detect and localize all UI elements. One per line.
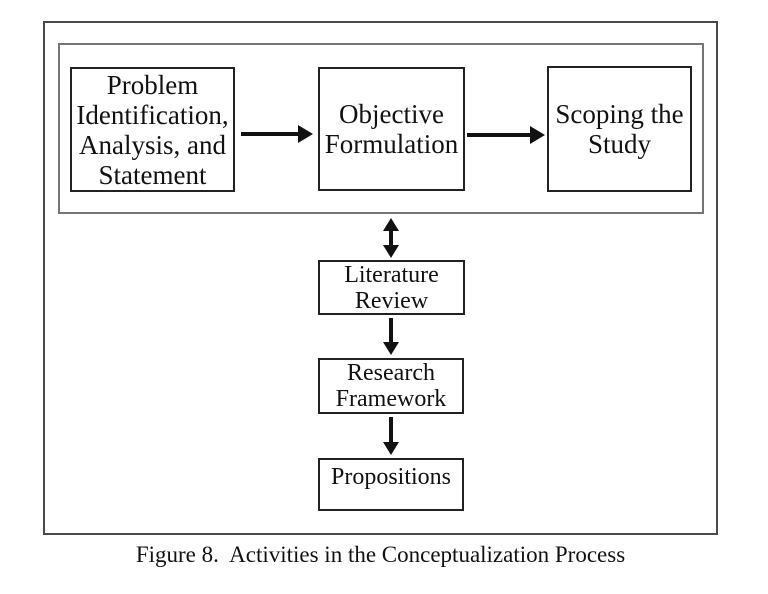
arrowhead-right-icon <box>298 125 313 143</box>
arrowhead-up-icon <box>383 218 399 231</box>
node-scoping-the-study: Scoping the Study <box>547 66 692 192</box>
arrow-shaft <box>389 318 393 342</box>
node-scoping-the-study-label: Scoping the Study <box>555 99 684 159</box>
node-objective-formulation-label: Objective Formulation <box>324 99 459 159</box>
arrow-problem-to-objective <box>241 124 313 144</box>
arrow-shaft <box>241 132 298 136</box>
node-objective-formulation: Objective Formulation <box>318 67 465 191</box>
node-research-framework: Research Framework <box>318 358 464 414</box>
figure-caption: Figure 8. Activities in the Conceptualiz… <box>135 542 626 567</box>
arrow-shaft <box>389 417 393 442</box>
arrowhead-right-icon <box>530 126 545 144</box>
arrow-toprow-literature-bidirectional <box>383 218 399 258</box>
node-research-framework-label: Research Framework <box>335 360 447 412</box>
node-propositions: Propositions <box>318 458 464 511</box>
arrowhead-down-icon <box>383 442 399 455</box>
arrow-research-to-propositions <box>383 417 399 455</box>
arrow-objective-to-scoping <box>467 125 545 145</box>
arrow-shaft <box>389 231 393 245</box>
arrow-literature-to-research <box>383 318 399 355</box>
node-propositions-label: Propositions <box>330 464 452 490</box>
arrowhead-down-icon <box>383 245 399 258</box>
arrow-shaft <box>467 133 530 137</box>
node-literature-review: Literature Review <box>318 260 465 315</box>
arrowhead-down-icon <box>383 342 399 355</box>
node-literature-review-label: Literature Review <box>344 261 439 314</box>
node-problem-identification: Problem Identification, Analysis, and St… <box>70 67 235 192</box>
node-problem-identification-label: Problem Identification, Analysis, and St… <box>76 69 229 190</box>
